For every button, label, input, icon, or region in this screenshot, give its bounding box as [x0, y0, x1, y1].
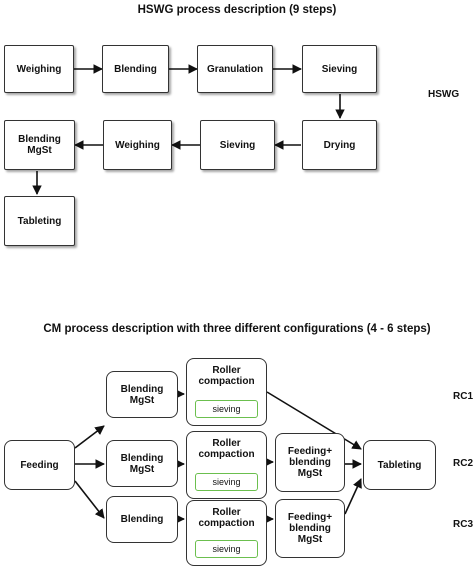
cm-feeding: Feeding	[4, 440, 75, 490]
rc1-label: RC1	[453, 391, 474, 402]
rc2-blending-mgst: Blending MgSt	[106, 440, 178, 487]
rc2-roller-label: Roller compaction	[198, 438, 255, 460]
hswg-side-label: HSWG	[428, 89, 460, 100]
hswg-title: HSWG process description (9 steps)	[137, 4, 337, 16]
rc3-feeding-blending-mgst: Feeding+ blending MgSt	[275, 499, 345, 558]
rc1-blending-mgst: Blending MgSt	[106, 371, 178, 418]
cm-title: CM process description with three differ…	[43, 323, 431, 335]
step-drying: Drying	[302, 120, 377, 170]
rc3-blending: Blending	[106, 496, 178, 543]
rc3-roller-label: Roller compaction	[198, 507, 255, 529]
rc1-roller-label: Roller compaction	[198, 365, 255, 387]
rc2-sieving: sieving	[195, 473, 258, 491]
arrow-feeding-to-rc1	[74, 425, 105, 449]
step-sieving-2: Sieving	[200, 120, 275, 170]
arrow-rc3-feedblend-to-tableting	[344, 478, 362, 515]
cm-tableting: Tableting	[363, 440, 436, 490]
rc3-roller-compaction: Roller compaction sieving	[186, 500, 267, 566]
arrow-feeding-to-rc3	[74, 480, 105, 519]
step-tableting: Tableting	[4, 196, 75, 246]
step-sieving: Sieving	[302, 45, 377, 93]
step-granulation: Granulation	[197, 45, 273, 93]
rc3-sieving: sieving	[195, 540, 258, 558]
rc1-roller-compaction: Roller compaction sieving	[186, 358, 267, 426]
rc1-sieving: sieving	[195, 400, 258, 418]
rc2-feeding-blending-mgst: Feeding+ blending MgSt	[275, 433, 345, 492]
rc3-label: RC3	[453, 519, 474, 530]
step-weighing: Weighing	[4, 45, 74, 93]
step-blending-mgst: Blending MgSt	[4, 120, 75, 170]
rc2-label: RC2	[453, 458, 474, 469]
arrow-rc1-roller-to-tableting	[266, 391, 362, 450]
rc2-roller-compaction: Roller compaction sieving	[186, 431, 267, 499]
step-blending: Blending	[102, 45, 169, 93]
step-weighing-2: Weighing	[103, 120, 172, 170]
